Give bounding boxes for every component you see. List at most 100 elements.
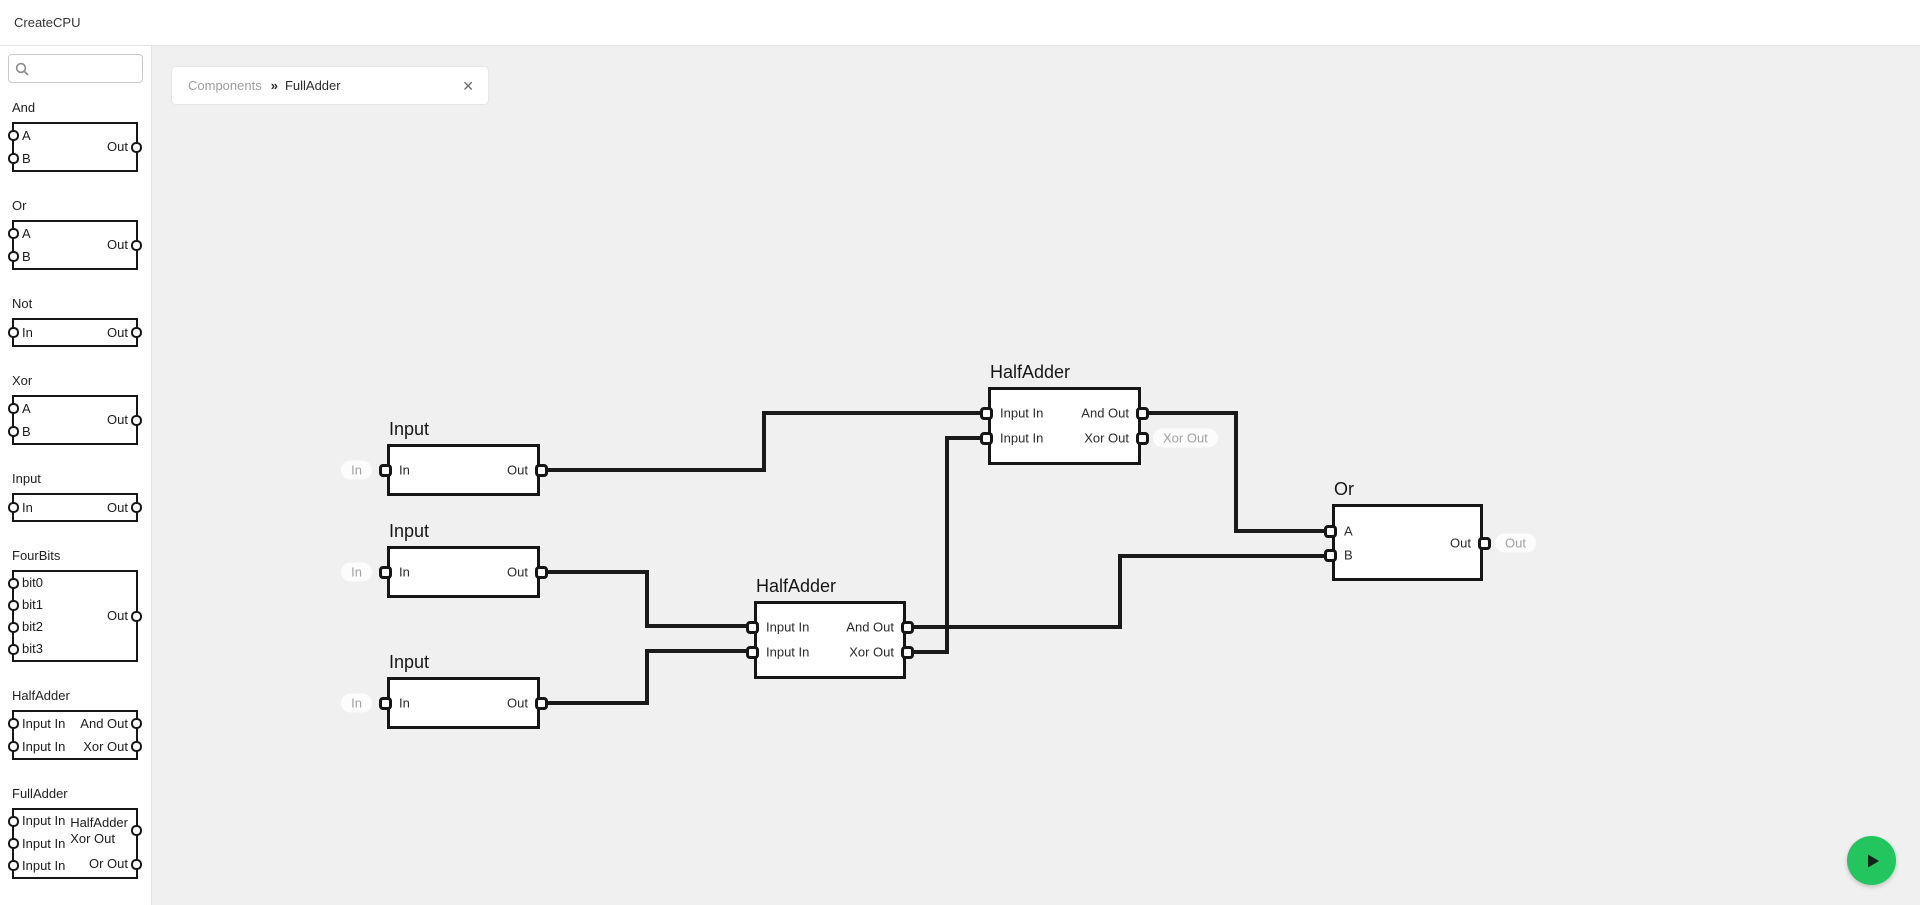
input-value-pill[interactable]: In (341, 562, 372, 582)
port-label: And Out (80, 715, 128, 731)
input-port[interactable] (8, 577, 19, 589)
input-value-pill[interactable]: In (341, 693, 372, 713)
wire-halfadder-top-andout-to-or-a[interactable] (1142, 411, 1333, 533)
output-value-pill: Out (1495, 533, 1536, 553)
input-port[interactable] (8, 153, 19, 164)
input-port[interactable] (8, 621, 19, 633)
input-port[interactable] (1324, 548, 1337, 562)
sidebar-port-row: In (8, 325, 33, 341)
output-port[interactable] (131, 239, 142, 251)
sidebar-port-row: Xor Out (83, 739, 142, 755)
input-port[interactable] (379, 463, 392, 477)
output-port[interactable] (1136, 406, 1149, 420)
sidebar-item-label: Input (12, 471, 41, 486)
node-body[interactable] (387, 546, 540, 598)
search-box[interactable] (8, 54, 143, 83)
output-port[interactable] (901, 645, 914, 659)
wire-input3-out-to-halfadder-bottom-in2[interactable] (541, 649, 755, 705)
tab-fulladder[interactable]: Components » FullAdder ✕ (172, 67, 488, 104)
node-body[interactable] (1332, 504, 1483, 581)
port-label: In (22, 499, 33, 515)
input-port[interactable] (8, 403, 19, 414)
sidebar-port-row: Out (107, 237, 142, 253)
input-value-pill[interactable]: In (341, 460, 372, 480)
wire-halfadder-bottom-andout-to-or-b[interactable] (907, 554, 1333, 629)
output-port[interactable] (1478, 536, 1491, 550)
output-port[interactable] (131, 502, 142, 513)
input-port[interactable] (8, 643, 19, 655)
search-input[interactable] (33, 61, 136, 76)
port-label: B (22, 150, 31, 166)
input-port[interactable] (8, 815, 19, 827)
input-port[interactable] (746, 645, 759, 659)
output-port[interactable] (131, 741, 142, 752)
input-port[interactable] (8, 251, 19, 262)
output-port[interactable] (1136, 431, 1149, 445)
input-port[interactable] (8, 130, 19, 141)
output-port[interactable] (131, 141, 142, 153)
output-port[interactable] (535, 565, 548, 579)
node-title: HalfAdder (756, 576, 837, 596)
output-port[interactable] (901, 620, 914, 634)
port-label: Input In (1000, 405, 1044, 421)
input-port[interactable] (379, 696, 392, 710)
input-port[interactable] (8, 502, 19, 513)
input-port[interactable] (746, 620, 759, 634)
sidebar-port-row: bit2 (8, 619, 43, 635)
input-port[interactable] (8, 228, 19, 239)
input-port[interactable] (379, 565, 392, 579)
wire-halfadder-bottom-xorout-to-halfadder-top-in2[interactable] (907, 436, 989, 654)
port-label: Xor Out (1084, 430, 1129, 446)
breadcrumb-root[interactable]: Components (188, 78, 262, 93)
node-body[interactable] (754, 601, 906, 679)
output-port[interactable] (131, 610, 142, 622)
sidebar-port-row: HalfAdder Xor Out (70, 815, 142, 846)
input-port[interactable] (980, 406, 993, 420)
node-body[interactable] (387, 677, 540, 729)
port-label: A (22, 127, 31, 143)
node-body[interactable] (988, 387, 1141, 465)
output-value-pill: Xor Out (1153, 428, 1218, 448)
input-port[interactable] (8, 741, 19, 752)
output-port[interactable] (535, 463, 548, 477)
input-port[interactable] (8, 599, 19, 611)
port-label: And Out (1081, 405, 1129, 421)
output-port[interactable] (131, 414, 142, 426)
output-port[interactable] (535, 696, 548, 710)
sidebar-port-row: Input In (8, 813, 65, 829)
output-port[interactable] (131, 718, 142, 729)
run-button[interactable] (1847, 836, 1896, 885)
input-port[interactable] (8, 327, 19, 338)
wire-input1-out-to-halfadder-top-in1[interactable] (541, 411, 989, 472)
input-port[interactable] (1324, 524, 1337, 538)
wire-input2-out-to-halfadder-bottom-in1[interactable] (541, 570, 755, 628)
output-port[interactable] (131, 327, 142, 338)
sidebar-port-row: bit1 (8, 597, 43, 613)
input-port[interactable] (8, 718, 19, 729)
input-port[interactable] (8, 837, 19, 849)
port-label: Out (507, 564, 528, 580)
input-port[interactable] (980, 431, 993, 445)
tab-close-icon[interactable]: ✕ (462, 77, 474, 94)
node-body[interactable] (387, 444, 540, 496)
output-port[interactable] (131, 825, 142, 837)
output-port[interactable] (131, 858, 142, 870)
input-port[interactable] (8, 426, 19, 437)
input-port[interactable] (8, 860, 19, 872)
